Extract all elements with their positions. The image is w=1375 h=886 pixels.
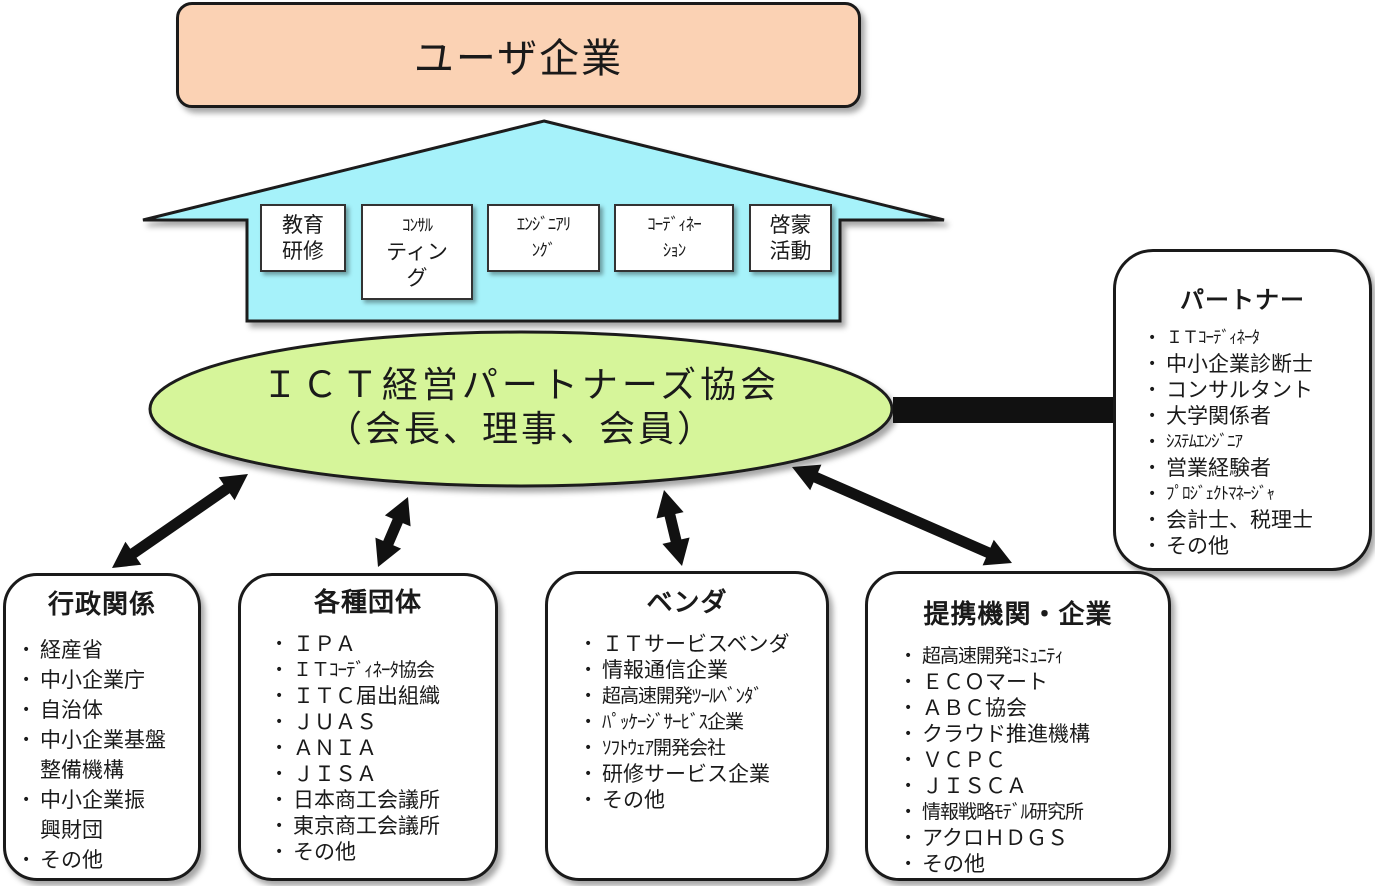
- service-line: 研修: [282, 239, 324, 263]
- list-item: 東京商工会議所: [271, 813, 495, 839]
- list-item: 情報戦略ﾓﾃﾞﾙ研究所: [900, 799, 1168, 825]
- list-item: ＶＣＰＣ: [900, 747, 1168, 773]
- list-item: ＩＴＣ届出組織: [271, 683, 495, 709]
- service-line: ｼｮﾝ: [662, 241, 686, 261]
- list-item: ﾌﾟﾛｼﾞｪｸﾄﾏﾈｰｼﾞｬ: [1144, 481, 1369, 507]
- service-consulting: ｺﾝｻﾙ ティン グ: [361, 204, 473, 300]
- list-item: ｼｽﾃﾑｴﾝｼﾞﾆｱ: [1144, 429, 1369, 455]
- list-item: その他: [900, 851, 1168, 877]
- list-item: ＪＩＳＡ: [271, 761, 495, 787]
- association-name: ＩＣＴ経営パートナーズ協会: [261, 365, 781, 406]
- user-company-box: ユーザ企業: [176, 2, 861, 108]
- list-item: ＥＣＯマート: [900, 669, 1168, 695]
- list-item: ＡＢＣ協会: [900, 695, 1168, 721]
- service-line: グ: [406, 266, 428, 290]
- dantai-box: 各種団体 ＩＰＡ ＩＴｺｰﾃﾞｨﾈｰﾀ協会 ＩＴＣ届出組織 ＪＵＡＳ ＡＮＩＡ …: [238, 573, 498, 881]
- service-engineering: ｴﾝｼﾞﾆｱﾘ ﾝｸﾞ: [487, 204, 600, 272]
- association-label: ＩＣＴ経営パートナーズ協会 （会長、理事、会員）: [150, 364, 892, 452]
- dantai-title: 各種団体: [313, 588, 422, 618]
- list-item: ＩＴｺｰﾃﾞｨﾈｰﾀ協会: [271, 657, 495, 683]
- arrow-dantai: [375, 497, 411, 567]
- partner-list: ＩＴｺｰﾃﾞｨﾈｰﾀ 中小企業診断士 コンサルタント 大学関係者 ｼｽﾃﾑｴﾝｼ…: [1144, 325, 1369, 559]
- list-item: 会計士、税理士: [1144, 507, 1369, 533]
- teikei-title: 提携機関・企業: [923, 600, 1113, 630]
- arrow-teikei: [792, 464, 1012, 566]
- list-item: 経産省: [18, 635, 188, 665]
- center-ellipse: [148, 330, 894, 488]
- arrow-vendor: [656, 490, 690, 566]
- service-line: ｴﾝｼﾞﾆｱﾘ: [516, 215, 571, 235]
- list-item: ＡＮＩＡ: [271, 735, 495, 761]
- partner-box: パートナー ＩＴｺｰﾃﾞｨﾈｰﾀ 中小企業診断士 コンサルタント 大学関係者 ｼ…: [1113, 249, 1372, 571]
- gyosei-box: 行政関係 経産省 中小企業庁 自治体 中小企業基盤整備機構 中小企業振興財団 そ…: [3, 573, 201, 881]
- list-item: 中小企業振興財団: [18, 785, 148, 845]
- list-item: 日本商工会議所: [271, 787, 495, 813]
- list-item: ｿﾌﾄｳｪｱ開発会社: [580, 735, 826, 761]
- list-item: その他: [18, 845, 188, 875]
- dantai-list: ＩＰＡ ＩＴｺｰﾃﾞｨﾈｰﾀ協会 ＩＴＣ届出組織 ＪＵＡＳ ＡＮＩＡ ＪＩＳＡ …: [271, 631, 495, 865]
- list-item: その他: [271, 839, 495, 865]
- list-item: その他: [580, 787, 826, 813]
- list-item: 情報通信企業: [580, 657, 826, 683]
- list-item: ＪＩＳＣＡ: [900, 773, 1168, 799]
- list-item: ＩＴサービスベンダ: [580, 631, 826, 657]
- teikei-box: 提携機関・企業 超高速開発ｺﾐｭﾆﾃｨ ＥＣＯマート ＡＢＣ協会 クラウド推進機…: [865, 571, 1171, 881]
- double-arrows: [112, 464, 1012, 568]
- list-item: 超高速開発ﾂｰﾙﾍﾞﾝﾀﾞ: [580, 683, 826, 709]
- user-company-label: ユーザ企業: [413, 36, 624, 82]
- association-members: （会長、理事、会員）: [325, 409, 716, 450]
- service-line: 活動: [769, 239, 812, 263]
- list-item: ﾊﾟｯｹｰｼﾞｻｰﾋﾞｽ企業: [580, 709, 826, 735]
- vendor-box: ベンダ ＩＴサービスベンダ 情報通信企業 超高速開発ﾂｰﾙﾍﾞﾝﾀﾞ ﾊﾟｯｹｰ…: [545, 571, 829, 881]
- list-item: コンサルタント: [1144, 377, 1369, 403]
- vendor-list: ＩＴサービスベンダ 情報通信企業 超高速開発ﾂｰﾙﾍﾞﾝﾀﾞ ﾊﾟｯｹｰｼﾞｻｰ…: [580, 631, 826, 813]
- list-item: ＩＴｺｰﾃﾞｨﾈｰﾀ: [1144, 325, 1369, 351]
- list-item: 自治体: [18, 695, 188, 725]
- list-item: ＪＵＡＳ: [271, 709, 495, 735]
- partner-title: パートナー: [1180, 286, 1305, 314]
- list-item: その他: [1144, 533, 1369, 559]
- service-line: 啓蒙: [769, 213, 812, 237]
- service-line: ｺﾝｻﾙ: [402, 216, 433, 236]
- list-item: ＩＰＡ: [271, 631, 495, 657]
- list-item: 研修サービス企業: [580, 761, 826, 787]
- vendor-title: ベンダ: [646, 588, 728, 618]
- gyosei-title: 行政関係: [47, 590, 156, 620]
- list-item: クラウド推進機構: [900, 721, 1168, 747]
- list-item: 中小企業基盤整備機構: [18, 725, 168, 785]
- list-item: 大学関係者: [1144, 403, 1369, 429]
- list-item: 中小企業診断士: [1144, 351, 1369, 377]
- list-item: 超高速開発ｺﾐｭﾆﾃｨ: [900, 643, 1168, 669]
- service-coordination: ｺｰﾃﾞｨﾈｰ ｼｮﾝ: [614, 204, 734, 272]
- service-line: ﾝｸﾞ: [531, 241, 556, 261]
- partner-connector-bar: [893, 397, 1115, 423]
- service-line: ｺｰﾃﾞｨﾈｰ: [647, 215, 701, 235]
- arrow-gyosei: [112, 474, 248, 568]
- list-item: アクロＨＤＧＳ: [900, 825, 1168, 851]
- list-item: 営業経験者: [1144, 455, 1369, 481]
- service-education: 教育 研修: [260, 204, 346, 272]
- service-awareness: 啓蒙 活動: [749, 204, 832, 272]
- service-line: ティン: [386, 240, 448, 264]
- gyosei-list: 経産省 中小企業庁 自治体 中小企業基盤整備機構 中小企業振興財団 その他: [18, 635, 188, 875]
- service-line: 教育: [282, 213, 324, 237]
- teikei-list: 超高速開発ｺﾐｭﾆﾃｨ ＥＣＯマート ＡＢＣ協会 クラウド推進機構 ＶＣＰＣ Ｊ…: [900, 643, 1168, 877]
- list-item: 中小企業庁: [18, 665, 188, 695]
